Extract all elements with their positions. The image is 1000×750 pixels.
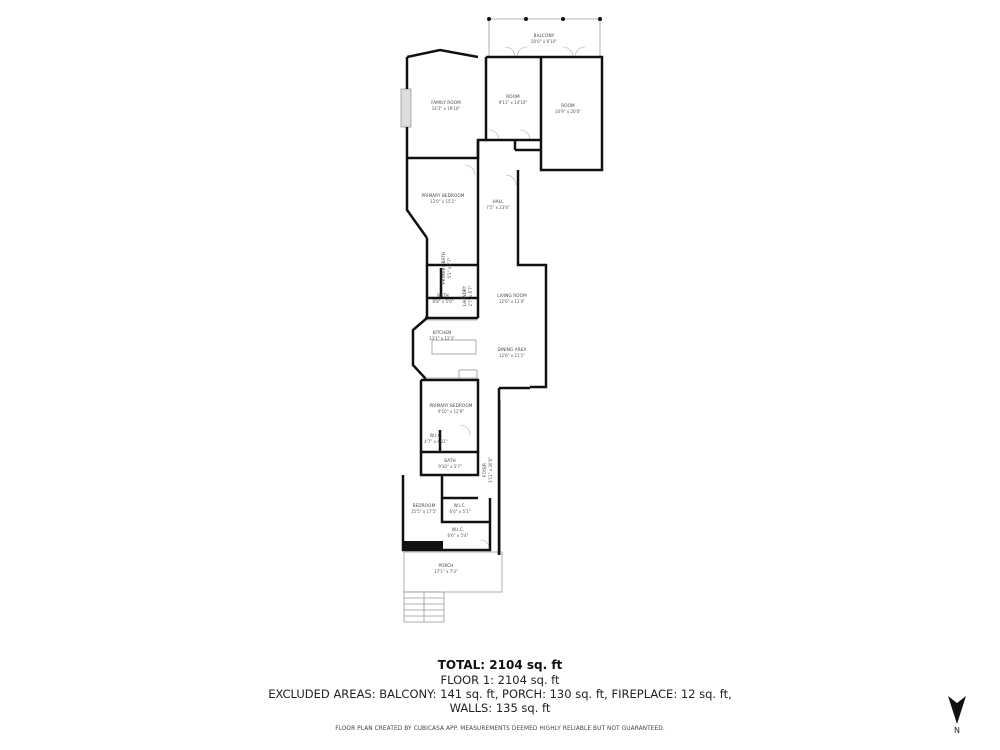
room-label-living-room: LIVING ROOM [497, 293, 527, 298]
walls-area: WALLS: 135 sq. ft [449, 701, 551, 715]
room-label-bath-1: BATH [437, 293, 449, 298]
excluded-areas: EXCLUDED AREAS: BALCONY: 141 sq. ft, POR… [268, 687, 732, 701]
room-dims-primary-bedroom-1: 12'0" x 15'1" [430, 199, 456, 204]
disclaimer: FLOOR PLAN CREATED BY CUBICASA APP. MEAS… [335, 726, 665, 732]
room-label-porch: PORCH [438, 563, 453, 568]
room-dims-balcony: 20'0" x 6'10" [531, 39, 557, 44]
room-label-bedroom: BEDROOM [413, 503, 436, 508]
floor-plan: BALCONY 20'0" x 6'10" FAMILY ROOM 14'3" … [400, 17, 604, 623]
room-dims-foyer: 3'11" x 30'6" [488, 457, 493, 483]
room-dims-wic-3: 6'6" x 5'4" [448, 533, 469, 538]
room-dims-kitchen: 13'1" x 12'3" [429, 336, 455, 341]
room-label-balcony: BALCONY [534, 33, 555, 38]
floor-area: FLOOR 1: 2104 sq. ft [440, 673, 560, 687]
room-label-wic-2: W.I.C. [454, 503, 466, 508]
room-label-room-2: ROOM [561, 103, 575, 108]
room-dims-room-1: 9'11" x 14'10" [499, 100, 528, 105]
room-dims-room-2: 10'9" x 20'0" [555, 109, 581, 114]
room-dims-bath-1: 8'8" x 5'0" [433, 299, 454, 304]
room-dims-primary-bedroom-2: 9'10" x 12'9" [438, 409, 464, 414]
room-label-hall: HALL [492, 199, 504, 204]
room-label-primary-bedroom-2: PRIMARY BEDROOM [429, 403, 472, 408]
room-dims-dining-area: 12'6" x 11'1" [499, 353, 525, 358]
fireplace [400, 88, 412, 128]
room-label-wic-1: W.I.C. [430, 433, 442, 438]
room-label-bath-2: BATH [444, 458, 456, 463]
room-label-kitchen: KITCHEN [433, 330, 452, 335]
room-label-primary-bath: PRIMARY BATH [441, 252, 446, 284]
room-dims-living-room: 12'6" x 11'4" [499, 299, 525, 304]
room-dims-hall: 7'5" x 23'6" [486, 205, 510, 210]
room-dims-wic-1: 4'7" x 4'11" [424, 439, 448, 444]
porch-outline [403, 551, 503, 593]
room-dims-porch: 17'1" x 7'3" [434, 569, 458, 574]
room-dims-wic-2: 6'6" x 5'1" [450, 509, 471, 514]
room-label-family-room: FAMILY ROOM [431, 100, 461, 105]
room-dims-primary-bath: 5'1" x 7'7" [447, 257, 452, 278]
kitchen-island [431, 339, 477, 355]
room-label-dining-area: DINING AREA [498, 347, 527, 352]
balcony-outline [488, 18, 601, 57]
room-label-laundry: LAUNDRY [462, 285, 467, 306]
wall-block [403, 541, 443, 550]
compass: N [944, 694, 970, 742]
room-label-foyer: FOYER [482, 463, 487, 477]
room-label-room-1: ROOM [506, 94, 520, 99]
room-dims-bedroom: 15'5" x 17'5" [411, 509, 437, 514]
compass-label: N [954, 726, 960, 735]
room-label-wic-3: W.I.C. [452, 527, 464, 532]
room-dims-bath-2: 9'10" x 5'7" [438, 464, 462, 469]
room-dims-laundry: 2'7" x 6'7" [468, 285, 473, 306]
total-area: TOTAL: 2104 sq. ft [437, 658, 563, 672]
room-dims-family-room: 14'3" x 19'10" [432, 106, 461, 111]
north-arrow-icon [948, 696, 966, 724]
room-label-primary-bedroom-1: PRIMARY BEDROOM [421, 193, 464, 198]
